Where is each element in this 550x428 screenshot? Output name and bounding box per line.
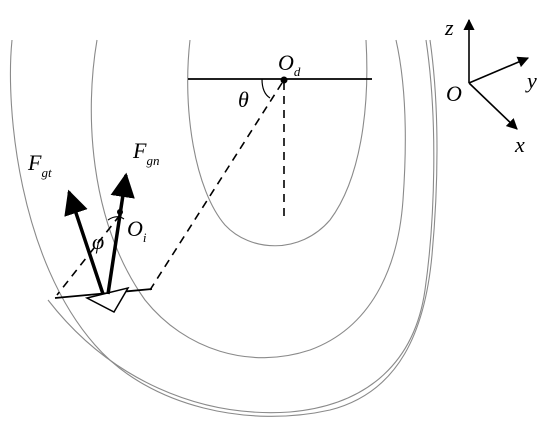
label-od: Od bbox=[278, 50, 301, 79]
ring-group bbox=[9, 39, 438, 417]
axis-label-z: z bbox=[444, 15, 454, 40]
inner-ellipse bbox=[187, 39, 368, 247]
point-oi bbox=[117, 209, 123, 215]
label-phi: φ bbox=[92, 229, 104, 254]
outer-ring-2 bbox=[47, 39, 435, 414]
axis-label-origin: O bbox=[446, 81, 462, 106]
label-oi: Oi bbox=[127, 216, 147, 245]
center-point-od bbox=[280, 76, 288, 84]
middle-ring bbox=[90, 39, 406, 359]
dashed-line-right bbox=[149, 82, 283, 291]
theta-angle-arc bbox=[261, 78, 271, 99]
label-fgt: Fgt bbox=[27, 150, 52, 180]
y-axis-arrow bbox=[468, 56, 530, 84]
coordinate-axes bbox=[463, 18, 530, 130]
force-arrow-fgn bbox=[106, 172, 135, 295]
outer-ring-1 bbox=[9, 39, 438, 417]
force-arrow-fgt bbox=[64, 189, 105, 295]
label-theta: θ bbox=[238, 87, 249, 112]
phi-angle-arc bbox=[107, 216, 125, 221]
label-fgn: Fgn bbox=[132, 138, 159, 168]
dashed-line-left bbox=[56, 214, 121, 296]
axis-label-y: y bbox=[525, 68, 537, 93]
axis-label-x: x bbox=[514, 132, 525, 157]
x-axis-arrow bbox=[468, 82, 518, 130]
